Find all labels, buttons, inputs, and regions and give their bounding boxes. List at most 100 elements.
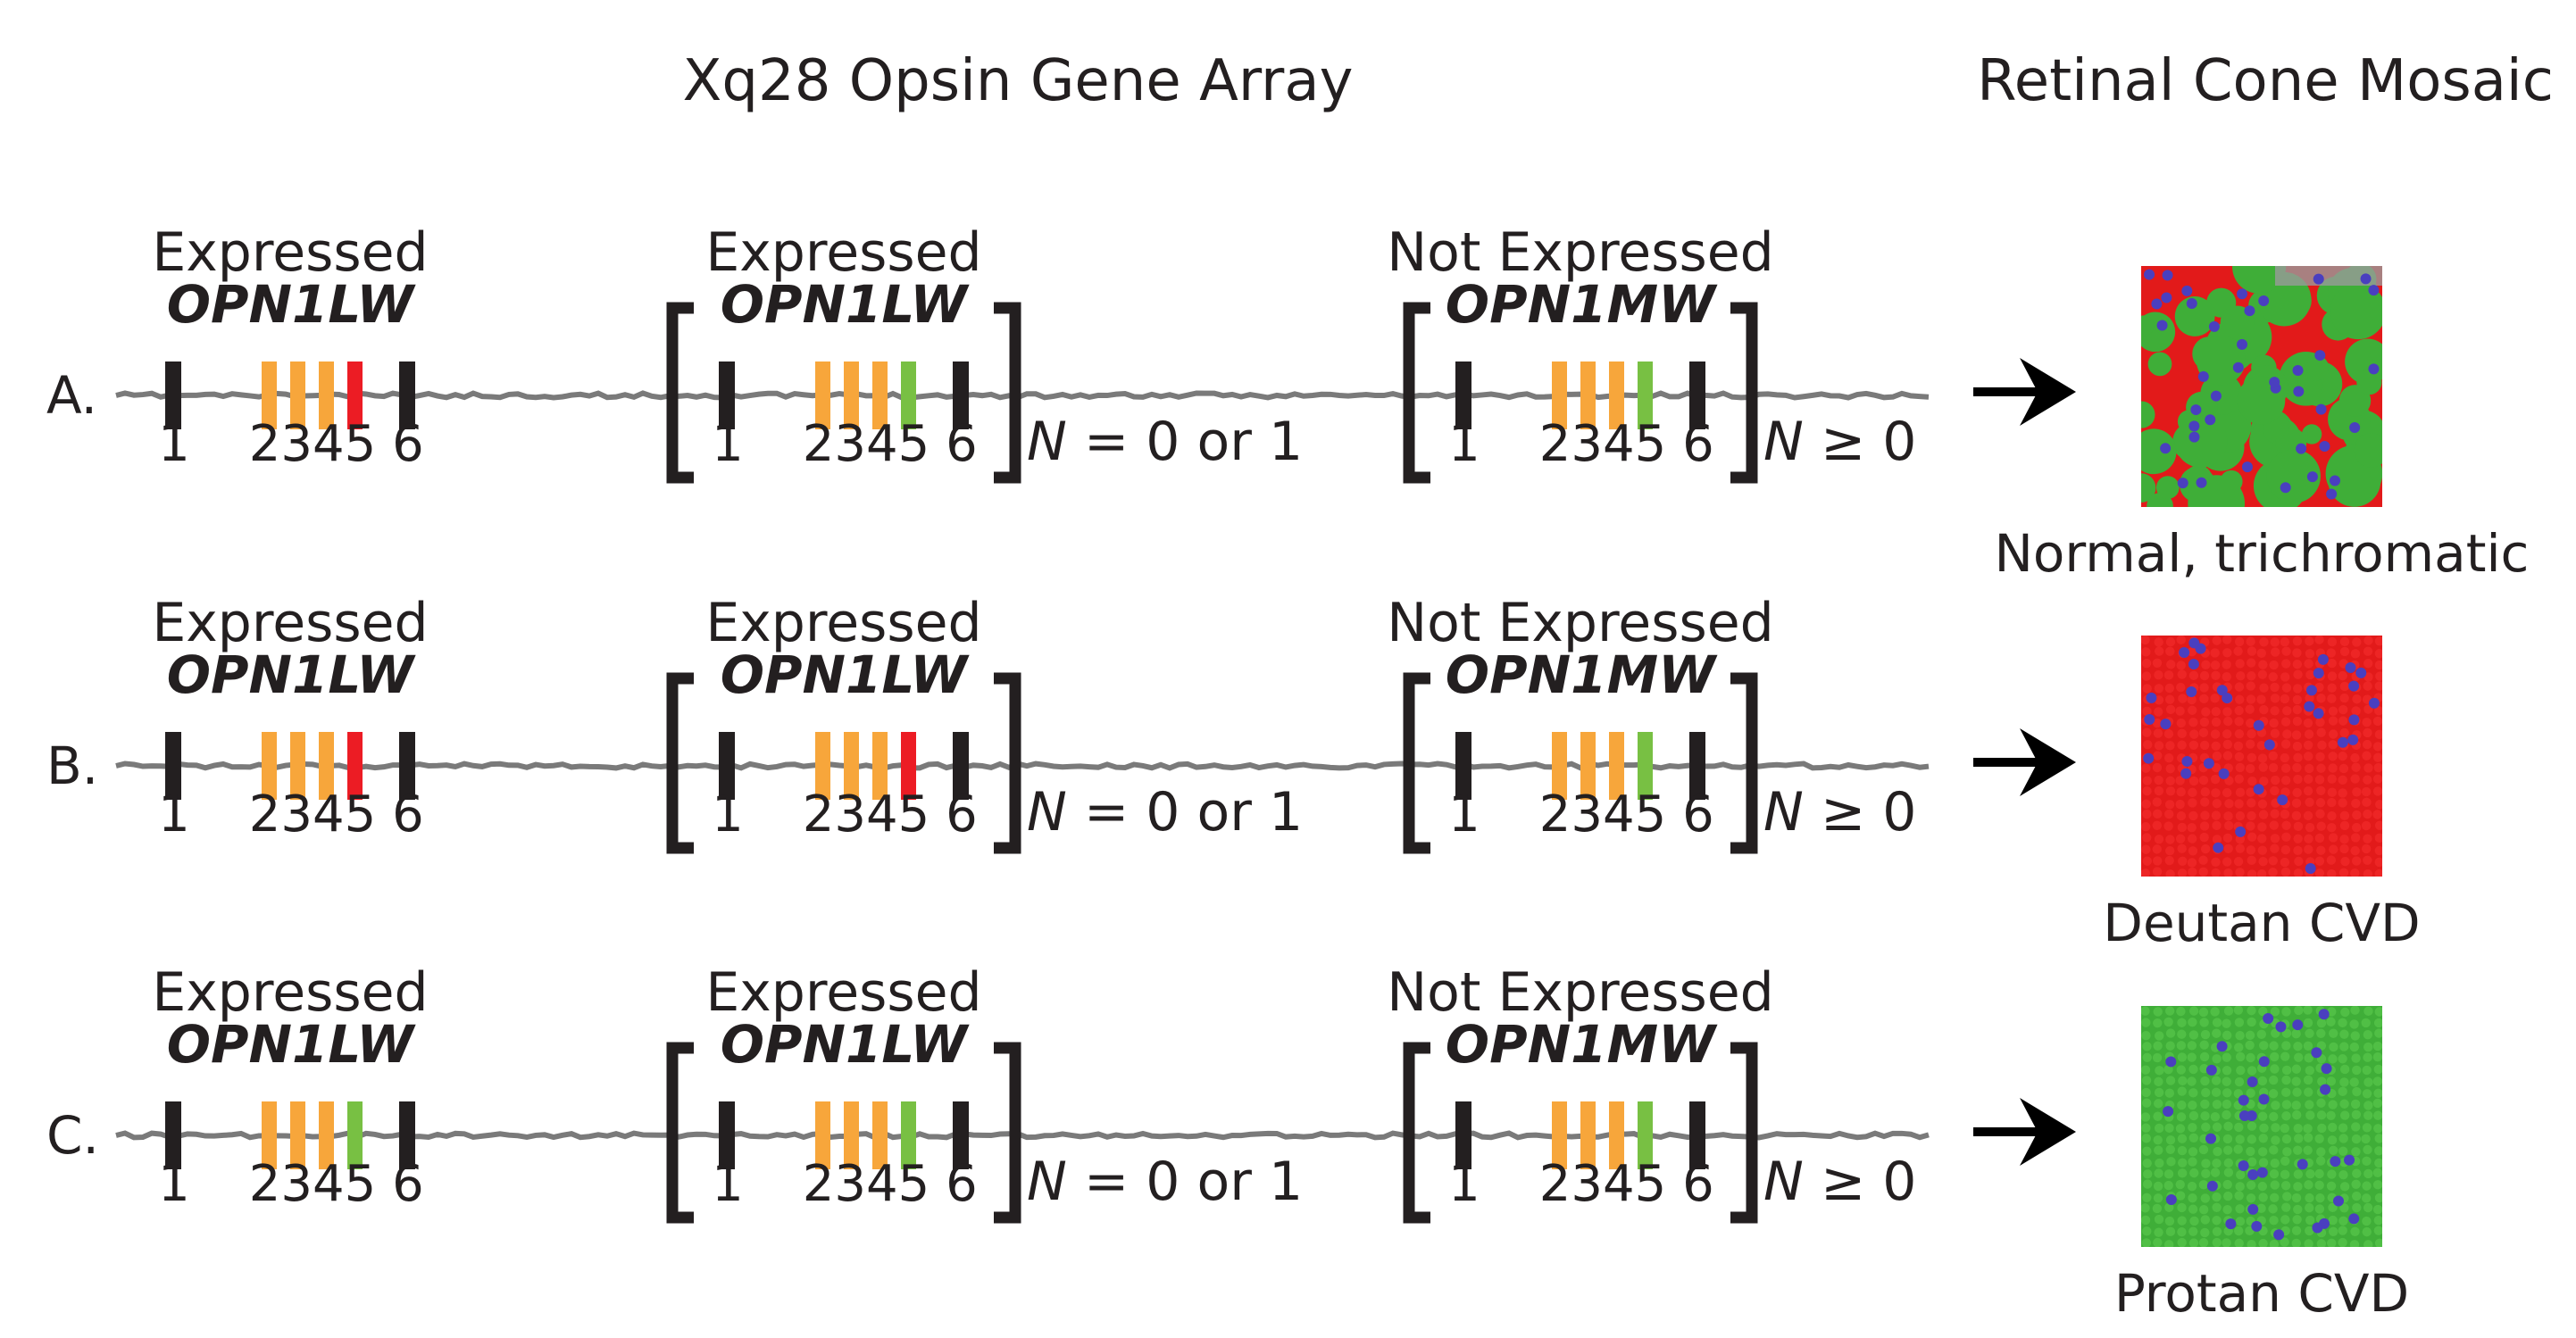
copy-number-range: = 0 or 1 [1067, 411, 1303, 473]
exon-numbers-2-5: 2345 [803, 415, 930, 473]
chromosome-line [115, 1130, 1930, 1141]
gene-name: OPN1LW [167, 1014, 417, 1075]
copy-number-range: ≥ 0 [1804, 1151, 1917, 1213]
exon-4 [872, 732, 888, 800]
exon-number-1: 1 [712, 785, 744, 844]
gene-array-header: Xq28 Opsin Gene Array [683, 48, 1354, 114]
copy-number-label: N = 0 or 1 [1027, 1151, 1303, 1213]
cone-mosaic-trichromatic [2141, 266, 2382, 507]
copy-number-variable: N [1027, 781, 1067, 844]
gene-name: OPN1LW [721, 644, 971, 705]
arrow-head-icon [2020, 1098, 2076, 1166]
gene-name: OPN1LW [167, 274, 417, 335]
arrow-head-icon [2020, 358, 2076, 426]
copy-number-variable: N [1763, 781, 1804, 844]
expression-status: Not Expressed [1387, 592, 1773, 654]
exon-2 [815, 362, 830, 429]
exon-6 [1689, 1101, 1705, 1169]
right-bracket [994, 302, 1021, 484]
exon-6 [953, 732, 969, 800]
exon-number-6: 6 [1682, 785, 1714, 844]
exon-3 [1580, 362, 1596, 429]
exon-numbers-2-5: 2345 [1539, 415, 1667, 473]
exon-6 [953, 362, 969, 429]
copy-number-variable: N [1763, 1151, 1804, 1213]
exon-3 [1580, 1101, 1596, 1169]
exon-1 [165, 732, 181, 800]
copy-number-range: = 0 or 1 [1067, 781, 1303, 844]
exon-5 [1638, 732, 1653, 800]
exon-5 [347, 362, 363, 429]
exon-number-1: 1 [158, 1155, 190, 1213]
copy-number-variable: N [1763, 411, 1804, 473]
exon-6 [1689, 732, 1705, 800]
expression-status: Expressed [152, 221, 428, 284]
exon-1 [165, 362, 181, 429]
copy-number-range: ≥ 0 [1804, 781, 1917, 844]
gene-name: OPN1LW [167, 644, 417, 705]
exon-number-1: 1 [158, 415, 190, 473]
exon-2 [815, 1101, 830, 1169]
gene-name: OPN1MW [1446, 1014, 1718, 1075]
exon-number-1: 1 [1448, 785, 1480, 844]
row-label: C. [46, 1105, 99, 1166]
exon-6 [953, 1101, 969, 1169]
exon-number-1: 1 [158, 785, 190, 844]
exon-3 [290, 1101, 305, 1169]
gene-name: OPN1MW [1446, 274, 1718, 335]
exon-number-1: 1 [1448, 1155, 1480, 1213]
expression-status: Expressed [152, 592, 428, 654]
row-label: B. [46, 735, 98, 796]
exon-3 [844, 362, 859, 429]
exon-3 [290, 362, 305, 429]
exon-number-6: 6 [1682, 1155, 1714, 1213]
mosaic-caption: Protan CVD [2114, 1263, 2409, 1324]
row-label: A. [46, 365, 97, 426]
exon-2 [262, 732, 277, 800]
gene-name: OPN1LW [721, 1014, 971, 1075]
exon-numbers-2-5: 2345 [803, 785, 930, 844]
exon-2 [815, 732, 830, 800]
exon-numbers-2-5: 2345 [803, 1155, 930, 1213]
cone-mosaic-protan [2141, 1006, 2382, 1247]
mosaic-caption: Normal, trichromatic [1995, 523, 2530, 584]
exon-4 [872, 1101, 888, 1169]
exon-2 [262, 1101, 277, 1169]
expression-status: Not Expressed [1387, 961, 1773, 1024]
exon-3 [290, 732, 305, 800]
exon-4 [1609, 732, 1624, 800]
exon-1 [719, 362, 735, 429]
left-bracket [1403, 672, 1430, 854]
copy-number-label: N ≥ 0 [1763, 1151, 1916, 1213]
exon-1 [165, 1101, 181, 1169]
exon-number-6: 6 [392, 785, 424, 844]
exon-1 [719, 732, 735, 800]
expression-status: Expressed [705, 221, 981, 284]
right-bracket [1730, 1042, 1758, 1224]
exon-1 [719, 1101, 735, 1169]
right-bracket [994, 672, 1021, 854]
exon-2 [1552, 732, 1567, 800]
exon-numbers-2-5: 2345 [249, 785, 377, 844]
copy-number-label: N ≥ 0 [1763, 411, 1916, 473]
exon-2 [1552, 1101, 1567, 1169]
cone-mosaic-deutan [2141, 636, 2382, 877]
right-bracket [1730, 672, 1758, 854]
exon-1 [1455, 1101, 1471, 1169]
copy-number-range: ≥ 0 [1804, 411, 1917, 473]
exon-4 [1609, 362, 1624, 429]
exon-5 [901, 1101, 916, 1169]
gene-name: OPN1LW [721, 274, 971, 335]
